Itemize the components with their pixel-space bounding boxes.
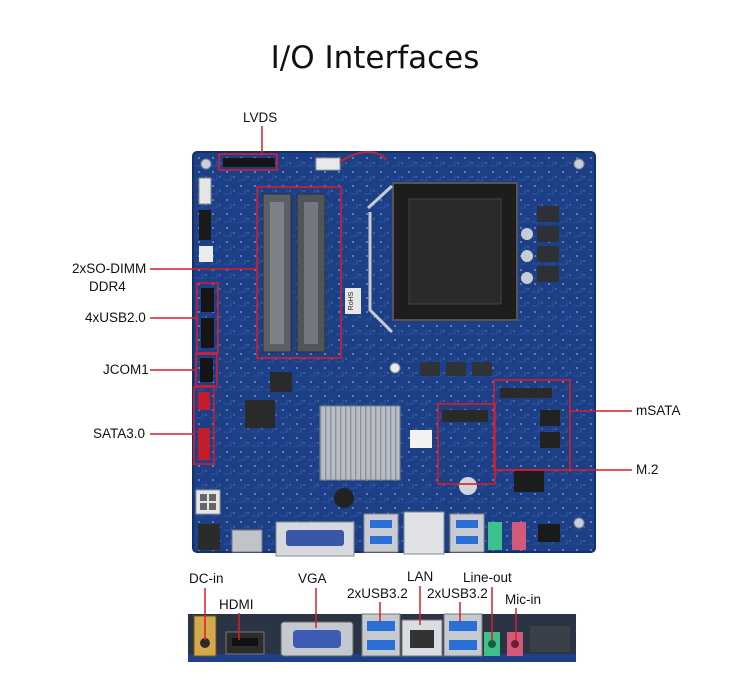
rohs-chip — [345, 288, 361, 314]
chipset-heatsink — [319, 405, 401, 481]
rear-pcb-edge — [188, 652, 576, 662]
highlight-m2 — [437, 403, 496, 485]
fan-cable — [339, 151, 387, 163]
socket-lever — [368, 212, 394, 334]
highlight-sata — [193, 386, 215, 465]
label-mic-in: Mic-in — [505, 592, 541, 607]
label-usb32-left: 2xUSB3.2 — [347, 586, 408, 601]
line-out-top — [488, 522, 502, 550]
mic-in-top — [512, 522, 526, 550]
usb20-header — [201, 288, 214, 312]
label-dc-in: DC-in — [189, 571, 224, 586]
mount-hole — [573, 517, 585, 529]
sata-port — [198, 428, 210, 460]
callout-lines — [150, 126, 632, 471]
page-title: I/O Interfaces — [270, 40, 480, 76]
sata-port — [198, 392, 210, 410]
rohs-text: RoHS — [348, 291, 355, 310]
mount-hole — [573, 158, 585, 170]
left-header — [199, 246, 213, 262]
usb32-top-right — [449, 513, 485, 553]
label-lan: LAN — [407, 569, 434, 584]
power-connector — [195, 489, 221, 515]
m2-slot — [442, 410, 488, 422]
label-line-out: Line-out — [463, 570, 512, 585]
small-chips — [245, 372, 560, 508]
label-lvds: LVDS — [243, 110, 278, 125]
mount-hole — [389, 362, 401, 374]
highlight-so-dimm — [256, 186, 342, 359]
label-ddr4: DDR4 — [89, 279, 126, 294]
left-header — [198, 177, 212, 205]
label-sata30: SATA3.0 — [93, 426, 146, 441]
left-header — [199, 210, 211, 240]
label-so-dimm: 2xSO-DIMM — [72, 261, 147, 276]
highlight-lvds — [218, 153, 278, 171]
rear-callout-lines — [204, 586, 517, 640]
label-usb32-right: 2xUSB3.2 — [427, 586, 488, 601]
msata-slot — [500, 388, 552, 398]
vrm-chokes — [521, 206, 559, 284]
qr-sticker — [410, 430, 432, 448]
jcom1-header — [200, 358, 213, 382]
hdmi-top — [231, 529, 263, 553]
label-hdmi: HDMI — [219, 597, 254, 612]
fan-connector — [315, 157, 341, 171]
usb32-top-left — [363, 513, 399, 553]
lan-top — [403, 511, 445, 555]
label-m2: M.2 — [636, 462, 659, 477]
label-vga: VGA — [298, 571, 327, 586]
capacitor-row — [420, 362, 492, 376]
lvds-header — [223, 158, 275, 167]
audio-header — [538, 524, 560, 542]
label-usb20: 4xUSB2.0 — [85, 310, 146, 325]
mount-hole — [200, 158, 212, 170]
label-jcom1: JCOM1 — [103, 362, 149, 377]
label-msata: mSATA — [636, 403, 681, 418]
usb20-header — [201, 318, 214, 348]
dc-jack-top — [198, 524, 220, 550]
